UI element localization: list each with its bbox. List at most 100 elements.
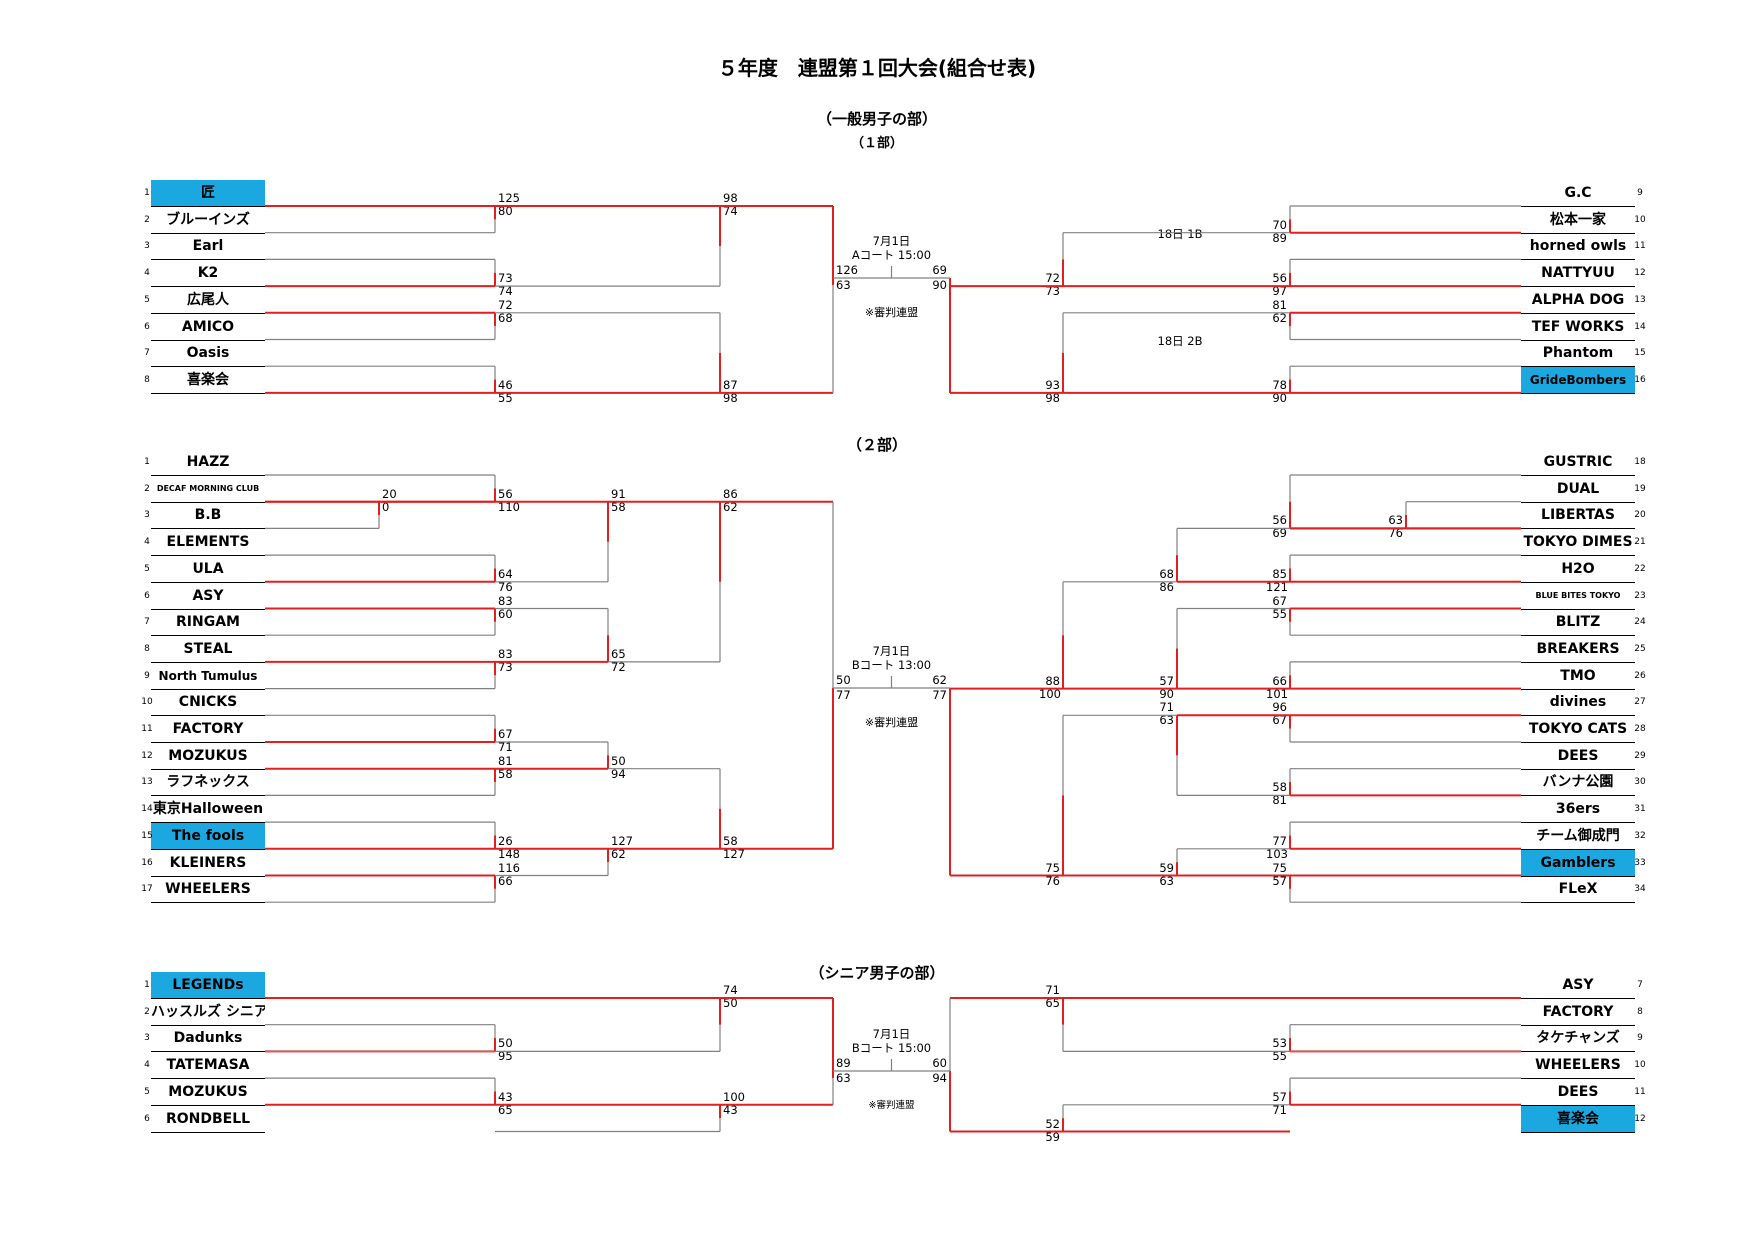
team-name: 広尾人 bbox=[151, 287, 265, 314]
team-name: Oasis bbox=[151, 340, 265, 368]
team-number: 27 bbox=[1634, 697, 1646, 708]
team-name: WHEELERS bbox=[151, 876, 265, 904]
score-bottom: 86 bbox=[1159, 579, 1174, 594]
team-number: 28 bbox=[1634, 724, 1646, 734]
team-number: 31 bbox=[1634, 804, 1646, 815]
team-name: BREAKERS bbox=[1521, 636, 1635, 663]
score-bottom: 58 bbox=[498, 766, 513, 781]
score-bottom: 97 bbox=[1272, 284, 1287, 299]
score-top: 98 bbox=[723, 191, 738, 205]
score-top: 70 bbox=[1272, 217, 1287, 232]
score-bottom: 95 bbox=[498, 1049, 513, 1064]
team-name: LIBERTAS bbox=[1521, 502, 1635, 530]
team-name: ラフネックス bbox=[151, 769, 265, 797]
final-score-left-bottom: 63 bbox=[836, 278, 851, 292]
score-top: 71 bbox=[1159, 700, 1174, 715]
score-bottom: 71 bbox=[498, 740, 513, 754]
team-name: Phantom bbox=[1521, 340, 1635, 368]
team-number: 20 bbox=[1634, 510, 1646, 521]
match-court-time: Bコート 13:00 bbox=[851, 658, 932, 672]
team-number: 32 bbox=[1634, 830, 1646, 841]
team-number: 10 bbox=[141, 697, 153, 708]
final-score-right-top: 60 bbox=[932, 1056, 947, 1070]
team-number: 11 bbox=[141, 724, 153, 734]
team-number: 10 bbox=[1634, 1060, 1646, 1071]
section-heading-2bu: （２部） bbox=[846, 436, 907, 454]
score-bottom: 73 bbox=[498, 659, 513, 674]
team-name: ハッスルズ シニア bbox=[151, 999, 265, 1026]
team-number: 9 bbox=[144, 670, 150, 681]
match-date: 7月1日 bbox=[872, 1027, 911, 1041]
team-number: 14 bbox=[141, 804, 153, 815]
score-top: 26 bbox=[498, 833, 513, 848]
score-top: 83 bbox=[498, 646, 513, 661]
score-bottom: 76 bbox=[1045, 873, 1060, 888]
team-name: 東京Halloween bbox=[151, 796, 265, 824]
score-top: 83 bbox=[498, 593, 513, 608]
score-top: 64 bbox=[498, 566, 513, 581]
team-number: 5 bbox=[144, 563, 150, 574]
team-name: タケチャンズ bbox=[1521, 1025, 1635, 1053]
team-number: 22 bbox=[1634, 563, 1646, 574]
score-top: 71 bbox=[1045, 983, 1060, 997]
team-number: 8 bbox=[144, 643, 150, 654]
team-name: 喜楽会 bbox=[1521, 1105, 1635, 1133]
team-number: 11 bbox=[1634, 241, 1646, 252]
score-bottom: 73 bbox=[1045, 284, 1060, 299]
team-name: AMICO bbox=[151, 314, 265, 341]
score-bottom: 98 bbox=[723, 390, 738, 405]
team-number: 33 bbox=[1634, 857, 1646, 868]
final-score-right-bottom: 77 bbox=[932, 688, 947, 702]
team-name: WHEELERS bbox=[1521, 1052, 1635, 1080]
final-score-right-bottom: 94 bbox=[932, 1071, 947, 1085]
score-top: 85 bbox=[1272, 566, 1287, 581]
score-top: 53 bbox=[1272, 1036, 1287, 1051]
final-score-left-top: 50 bbox=[836, 673, 851, 687]
team-number: 4 bbox=[144, 1060, 150, 1071]
score-bottom: 65 bbox=[1045, 996, 1060, 1010]
score-top: 50 bbox=[498, 1036, 513, 1051]
score-bottom: 74 bbox=[723, 204, 738, 218]
team-name: GUSTRIC bbox=[1521, 449, 1635, 476]
team-name: RONDBELL bbox=[151, 1106, 265, 1133]
team-name: HAZZ bbox=[151, 449, 265, 476]
score-bottom: 55 bbox=[1272, 1049, 1287, 1064]
team-number: 2 bbox=[144, 214, 150, 225]
team-number: 12 bbox=[1634, 268, 1646, 279]
final-score-left-top: 126 bbox=[836, 263, 858, 277]
score-bottom: 98 bbox=[1045, 390, 1060, 405]
team-name: K2 bbox=[151, 260, 265, 288]
score-bottom: 76 bbox=[1388, 526, 1403, 541]
team-number: 7 bbox=[144, 617, 150, 628]
score-top: 81 bbox=[498, 753, 513, 768]
score-top: 46 bbox=[498, 377, 513, 392]
section-heading-ippan: （一般男子の部） bbox=[816, 110, 937, 128]
team-name: KLEINERS bbox=[151, 850, 265, 877]
final-score-right-top: 69 bbox=[932, 263, 947, 277]
team-name: horned owls bbox=[1521, 233, 1635, 261]
schedule-annotation: 18日 1B bbox=[1157, 227, 1203, 241]
team-number: 1 bbox=[144, 980, 150, 990]
team-number: 29 bbox=[1634, 750, 1646, 761]
team-name: G.C bbox=[1521, 180, 1635, 207]
score-top: 74 bbox=[723, 983, 738, 997]
team-number: 12 bbox=[1634, 1113, 1646, 1124]
score-top: 81 bbox=[1272, 297, 1287, 312]
score-top: 67 bbox=[498, 727, 513, 741]
section-heading-senior: （シニア男子の部） bbox=[809, 964, 945, 982]
score-top: 125 bbox=[498, 191, 520, 205]
score-bottom: 110 bbox=[498, 499, 520, 514]
team-name: TEF WORKS bbox=[1521, 314, 1635, 341]
score-top: 63 bbox=[1388, 513, 1403, 528]
score-top: 73 bbox=[498, 271, 513, 286]
score-top: 68 bbox=[1159, 566, 1174, 581]
team-number: 19 bbox=[1634, 483, 1646, 494]
team-name: 松本一家 bbox=[1521, 207, 1635, 234]
score-bottom: 90 bbox=[1272, 390, 1287, 405]
team-number: 8 bbox=[1637, 1006, 1643, 1017]
team-name: ブルーインズ bbox=[151, 207, 265, 234]
final-score-left-bottom: 63 bbox=[836, 1071, 851, 1085]
score-top: 93 bbox=[1045, 377, 1060, 392]
team-number: 1 bbox=[144, 188, 150, 198]
team-name: B.B bbox=[151, 502, 265, 530]
